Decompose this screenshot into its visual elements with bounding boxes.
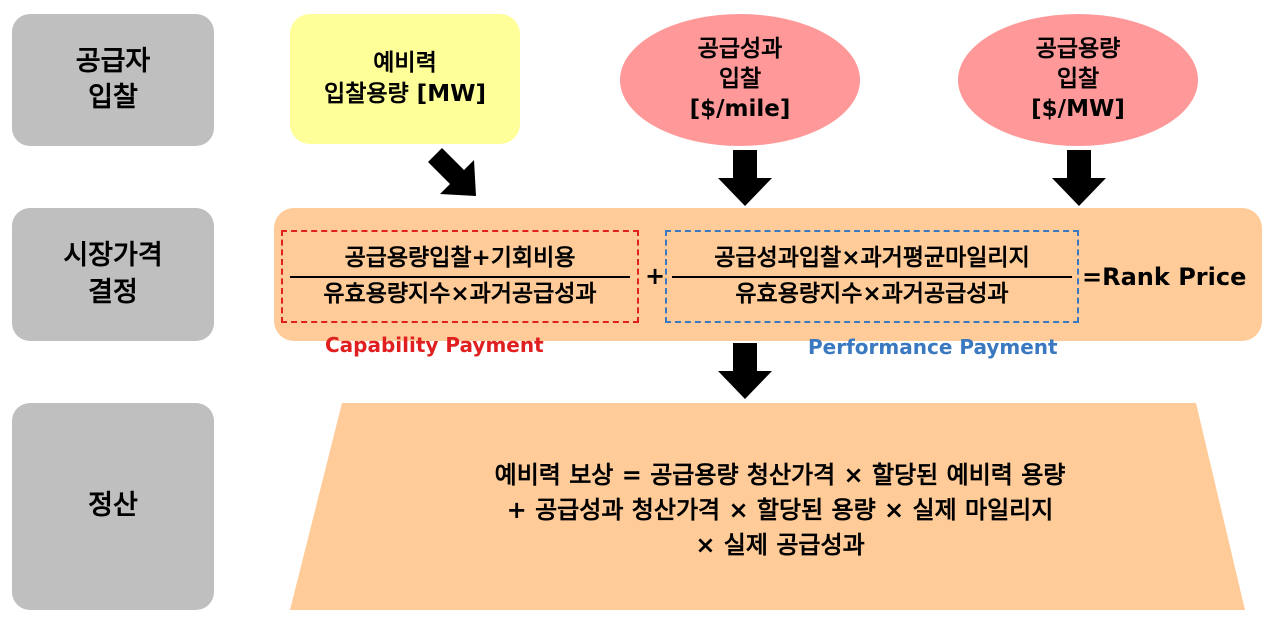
row-label-market-price: 시장가격 결정 [12, 208, 214, 341]
down-arrow-performance [718, 150, 772, 206]
diagonal-down-arrow [428, 148, 476, 196]
capability-fraction-bar [290, 275, 630, 278]
row-label-settlement: 정산 [12, 403, 214, 610]
capacity-bid-ellipse: 공급용량 입찰 [$/MW] [958, 14, 1198, 146]
rank-price-label: =Rank Price [1082, 263, 1247, 291]
row-label-supplier-bid: 공급자 입찰 [12, 14, 214, 146]
performance-denominator: 유효용량지수×과거공급성과 [735, 280, 1009, 307]
down-arrow-capacity [1052, 150, 1106, 206]
plus-sign: + [645, 262, 666, 290]
down-arrow-settlement [718, 343, 772, 399]
capability-payment-label: Capability Payment [325, 333, 544, 357]
capability-numerator: 공급용량입찰+기회비용 [344, 244, 576, 271]
reserve-capacity-bid-box: 예비력 입찰용량 [MW] [290, 14, 520, 144]
performance-numerator: 공급성과입찰×과거평균마일리지 [714, 244, 1030, 271]
performance-fraction-bar [672, 275, 1072, 278]
capability-denominator: 유효용량지수×과거공급성과 [323, 280, 597, 307]
performance-payment-label: Performance Payment [808, 335, 1058, 359]
performance-fraction-box: 공급성과입찰×과거평균마일리지 유효용량지수×과거공급성과 [665, 230, 1079, 323]
settlement-line-1: 예비력 보상 = 공급용량 청산가격 × 할당된 예비력 용량 [494, 461, 1066, 489]
settlement-formula: 예비력 보상 = 공급용량 청산가격 × 할당된 예비력 용량 + 공급성과 청… [330, 458, 1230, 562]
settlement-line-3: × 실제 공급성과 [695, 530, 865, 559]
performance-bid-ellipse: 공급성과 입찰 [$/mile] [620, 14, 860, 146]
capability-fraction-box: 공급용량입찰+기회비용 유효용량지수×과거공급성과 [281, 230, 639, 323]
settlement-line-2: + 공급성과 청산가격 × 할당된 용량 × 실제 마일리지 [506, 495, 1054, 524]
